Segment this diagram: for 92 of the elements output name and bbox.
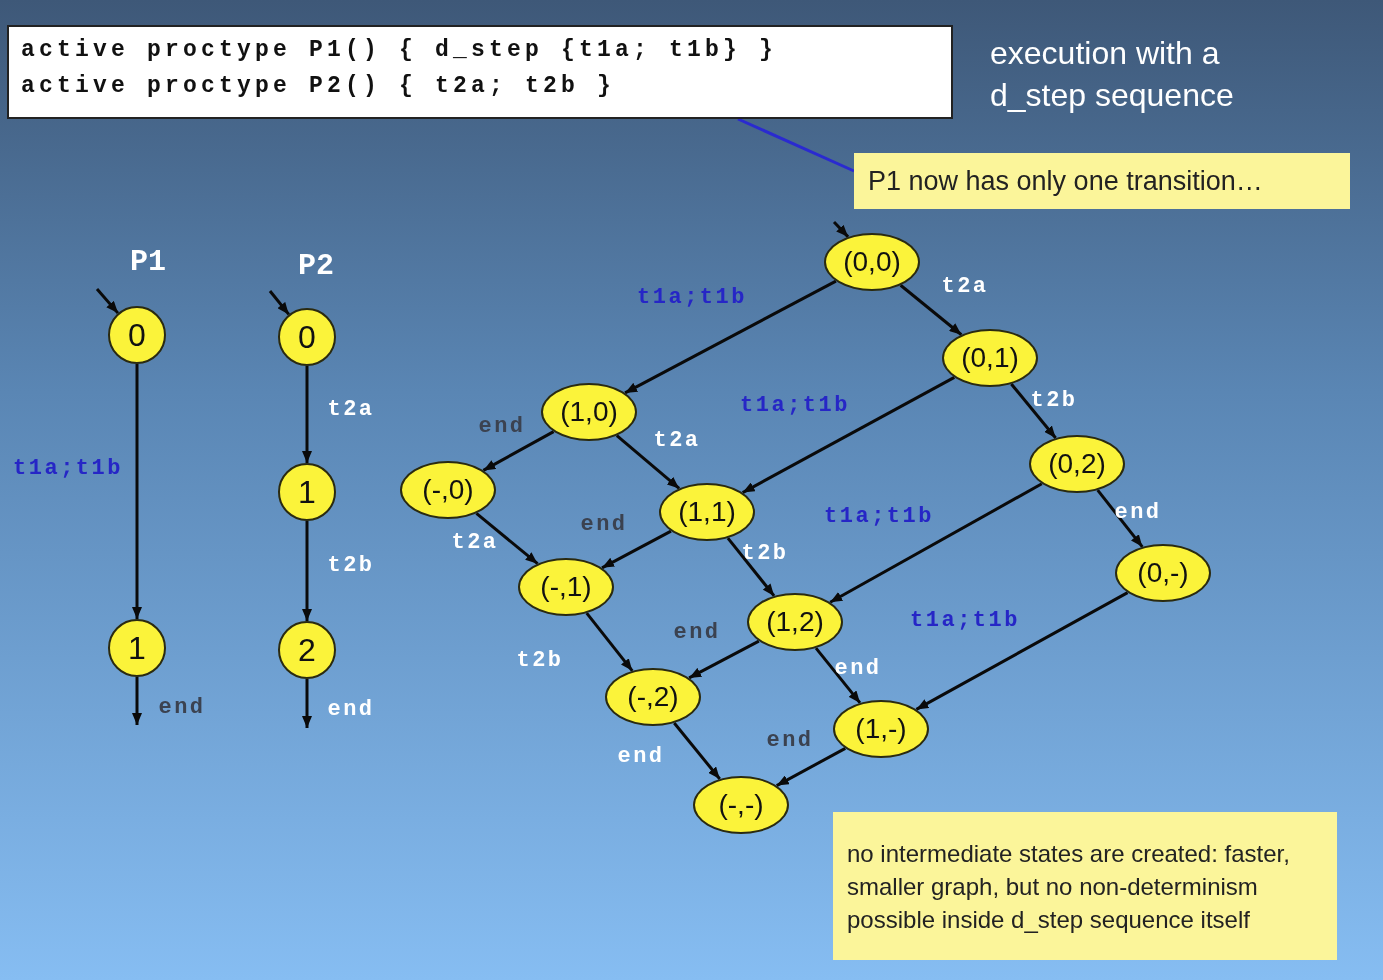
edge-label: end	[766, 727, 814, 753]
arrow	[302, 366, 312, 463]
edge-label: t1a;t1b	[13, 455, 123, 481]
edge-label: t2b	[1030, 387, 1078, 413]
edge-label: t1a;t1b	[637, 284, 747, 310]
state-label: (0,0)	[843, 246, 901, 278]
state-ellipse	[1115, 544, 1211, 602]
code-line: active proctype P2() { t2a; t2b }	[21, 72, 617, 101]
title: execution with a d_step sequence	[990, 34, 1235, 115]
state-label: (1,2)	[766, 606, 824, 638]
state-ellipse	[400, 461, 496, 519]
arrow	[475, 512, 539, 565]
code-line: active proctype P1() { d_step {t1a; t1b} }	[21, 36, 779, 65]
state-label: (-,2)	[627, 681, 679, 713]
edge-label: end	[327, 696, 375, 722]
edge-label: end	[158, 694, 206, 720]
edge-label: end	[1114, 499, 1162, 525]
edge-label: t2a	[451, 529, 499, 555]
note-box	[854, 153, 1350, 209]
state-ellipse	[108, 619, 166, 677]
state-label: 1	[298, 473, 316, 511]
state-label: (1,1)	[678, 496, 736, 528]
state-label: (1,-)	[855, 713, 907, 745]
state-ellipse	[108, 306, 166, 364]
edge-label: end	[617, 743, 665, 769]
state-label: (-,0)	[422, 474, 474, 506]
state-ellipse	[278, 308, 336, 366]
edge-label: t2a	[941, 273, 989, 299]
arrow	[899, 284, 963, 336]
edge-label: t2b	[741, 540, 789, 566]
state-ellipse	[659, 483, 755, 541]
arrow	[726, 537, 776, 597]
state-ellipse	[942, 329, 1038, 387]
note-box	[833, 812, 1337, 960]
arrow	[624, 279, 837, 395]
edge-label: t1a;t1b	[740, 392, 850, 418]
state-label: 0	[298, 318, 316, 356]
arrow	[302, 521, 312, 621]
edge-label: end	[673, 619, 721, 645]
arrow	[814, 647, 862, 704]
state-ellipse	[824, 233, 920, 291]
edge-label: end	[580, 511, 628, 537]
state-label: (0,-)	[1137, 557, 1189, 589]
state-label: 2	[298, 631, 316, 669]
arrow	[302, 679, 312, 728]
state-label: (-,-)	[718, 789, 764, 821]
state-ellipse	[833, 700, 929, 758]
state-ellipse	[278, 463, 336, 521]
process-heading: P1	[130, 245, 166, 279]
edge-label: t1a;t1b	[910, 607, 1020, 633]
code-box	[7, 25, 953, 119]
arrow	[482, 430, 555, 472]
arrow	[1010, 383, 1057, 439]
arrow	[776, 747, 846, 787]
state-label: (0,1)	[961, 342, 1019, 374]
edge-label: t2a	[653, 427, 701, 453]
state-ellipse	[518, 558, 614, 616]
arrow	[688, 639, 760, 680]
state-ellipse	[541, 383, 637, 441]
state-label: 1	[128, 629, 146, 667]
arrow	[832, 220, 850, 238]
arrow	[615, 434, 681, 490]
edge-label: end	[834, 655, 882, 681]
edge-label: t1a;t1b	[824, 503, 934, 529]
arrow	[268, 290, 290, 316]
note-text: P1 now has only one transition…	[868, 165, 1263, 197]
process-heading: P2	[298, 249, 334, 283]
edge-label: t2b	[516, 647, 564, 673]
state-ellipse	[747, 593, 843, 651]
edge-label: t2a	[327, 396, 375, 422]
arrow	[132, 364, 142, 619]
state-ellipse	[605, 668, 701, 726]
state-label: 0	[128, 316, 146, 354]
edge-label: end	[478, 413, 526, 439]
state-label: (0,2)	[1048, 448, 1106, 480]
leader-line	[737, 117, 855, 173]
state-label: (-,1)	[540, 571, 592, 603]
arrow	[915, 591, 1129, 711]
arrow	[1096, 489, 1144, 548]
note-text: no intermediate states are created: faster, smaller graph, but no non-determinism possible inside d_step sequence itself	[847, 838, 1291, 935]
arrow	[741, 376, 956, 494]
arrow	[601, 529, 672, 570]
arrow	[829, 482, 1043, 604]
edge-label: t2b	[327, 552, 375, 578]
arrow	[95, 288, 120, 315]
state-ellipse	[1029, 435, 1125, 493]
state-ellipse	[278, 621, 336, 679]
arrow	[673, 722, 721, 780]
arrow	[132, 677, 142, 725]
arrow	[585, 612, 634, 672]
state-ellipse	[693, 776, 789, 834]
state-label: (1,0)	[560, 396, 618, 428]
